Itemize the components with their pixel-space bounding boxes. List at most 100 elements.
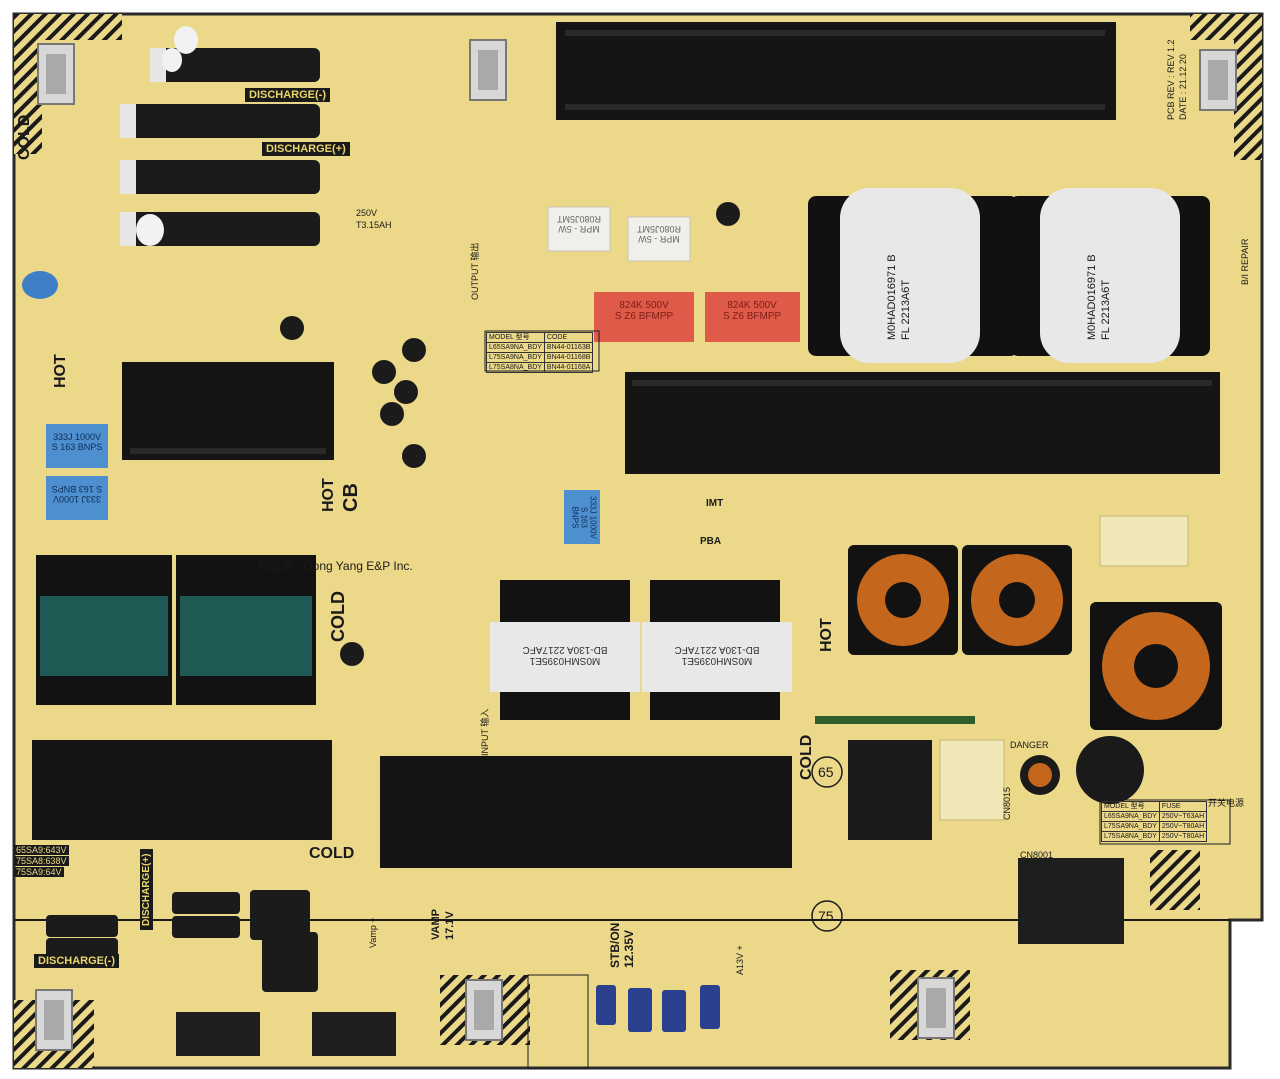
mount-clip-top-right: [1199, 49, 1237, 111]
transformer-2-code: M0HAD016971 B: [1086, 254, 1098, 340]
transformer-1-code-b: FL 2213A6T: [900, 279, 912, 340]
discharge-plus-bottom: DISCHARGE(+): [140, 849, 153, 930]
mount-clip-bottom-left: [35, 989, 73, 1051]
blue-cap-2-code: S 163 BNPS: [51, 484, 103, 494]
model-cell: L65SA9NA_BDY: [1101, 811, 1160, 822]
white-transformer-1-label: M0SMH0395E1 BD-130A 2217AFC: [492, 644, 638, 666]
cn8015-label: CN8015: [1002, 786, 1012, 820]
model-cell: L75SA8NA_BDY: [1101, 831, 1160, 842]
model-table-header: MODEL 型号: [486, 332, 545, 343]
film-cap-red-2: [705, 292, 800, 342]
mount-clip-top-mid: [469, 39, 507, 101]
fuse-small-label: T3.15AH: [356, 220, 392, 230]
vamp-plus: Vamp +: [368, 917, 378, 948]
transformer-1-code: M0HAD016971 B: [886, 254, 898, 340]
white-transformer-2-code: M0SMH0395E1: [681, 655, 753, 666]
x-capacitor: [939, 739, 1005, 821]
heatsink-top: [556, 22, 1116, 120]
model-cell: L75SA9NA_BDY: [1101, 821, 1160, 832]
code-cell: BN44-01163B: [543, 342, 594, 353]
size-marker-75: [811, 900, 843, 932]
vamp-voltage: 17.1V: [444, 911, 456, 940]
resistor-white-1: [547, 206, 611, 252]
white-transformer-2-code-b: BD-130A 2217AFC: [674, 644, 760, 655]
label-cold-mid-right: COLD: [798, 734, 815, 780]
voltage-block-3: 75SA9:64V: [14, 867, 64, 877]
size-75: 75: [818, 908, 834, 924]
fuse-cell: 250V~T63AH: [1158, 811, 1208, 822]
discharge-plus-top: DISCHARGE(+): [262, 142, 350, 156]
toroid-choke-1: [848, 545, 958, 655]
voltage-block-2: 75SA8:638V: [14, 856, 69, 866]
code-cell: BN44-01168B: [543, 352, 594, 363]
resistor-white-2: [627, 216, 691, 262]
discharge-minus-bottom: DISCHARGE(-): [34, 954, 119, 968]
daughter-board: [815, 716, 975, 724]
input-label: INPUT 输入: [480, 708, 490, 756]
stb-voltage: 12.35V: [622, 929, 636, 968]
blue-cap-1-label: 333J 1000V S 163 BNPS: [48, 432, 106, 452]
red-cap-2-label: 824K 500V S Z6 BFMPP: [706, 300, 798, 322]
blue-cap-3-rating: 333J 1000V: [588, 496, 598, 539]
red-cap-2-code: S Z6 BFMPP: [722, 311, 782, 322]
model-table-header: CODE: [543, 332, 594, 343]
heatsink-bottom-left: [32, 740, 332, 840]
label-hot-cb: HOT: [320, 478, 337, 512]
resistor-2-code: R080J5MT: [637, 224, 682, 234]
label-cold-mid-left: COLD: [328, 591, 348, 642]
red-cap-1-code: S Z6 BFMPP: [614, 311, 674, 322]
blue-cap-3-label: 333J 1000V S 163 BNPS: [571, 496, 598, 540]
hatch-right: [1234, 40, 1262, 160]
mount-clip-bottom-right: [917, 977, 955, 1039]
manufacturer-label: 制造商 : Dong Yang E&P Inc.: [258, 559, 413, 573]
heatsink-mid-right: [625, 372, 1220, 474]
label-hot-left: HOT: [52, 354, 69, 388]
transformer-top-right-1: [808, 188, 1018, 363]
mount-clip-top-left: [37, 43, 75, 105]
blue-cap-2-label: 333J 1000V S 163 BNPS: [48, 484, 106, 504]
relay: [848, 740, 932, 840]
code-cell: BN44-01168A: [543, 362, 594, 373]
model-cell: L65SA9NA_BDY: [486, 342, 545, 353]
repair-label: B/I REPAIR: [1240, 238, 1250, 285]
hatch-top-band: [42, 14, 122, 40]
blue-caps-bottom: [596, 985, 720, 1032]
label-hot-right: HOT: [818, 618, 835, 652]
film-cap-red-1: [594, 292, 694, 342]
red-cap-2-rating: 824K 500V: [727, 300, 777, 311]
fuse-cell: 250V~T80AH: [1158, 821, 1208, 832]
mount-clip-bottom-mid: [465, 979, 503, 1041]
vamp-label: VAMP: [430, 909, 442, 940]
fuse-cell: 250V~T80AH: [1158, 831, 1208, 842]
resistor-2-label: MPR - 5W R080J5MT: [630, 224, 688, 244]
resistor-1-code: R080J5MT: [557, 214, 602, 224]
heatsink-left: [122, 362, 334, 460]
label-cb: CB: [340, 483, 362, 512]
red-cap-1-label: 824K 500V S Z6 BFMPP: [596, 300, 692, 322]
film-cap-blue-1: [46, 424, 108, 468]
voltage-block-1: 65SA9:643V: [14, 845, 69, 855]
label-cold-top-left: COLD: [16, 114, 33, 160]
ac-inlet-connector: [1018, 858, 1124, 944]
film-cap-blue-3: [564, 490, 600, 544]
bulk-capacitors-top-left: [22, 26, 320, 299]
discharge-minus-top: DISCHARGE(-): [245, 88, 330, 102]
model-cell: L75SA8NA_BDY: [486, 362, 545, 373]
transformer-2-code-b: FL 2213A6T: [1100, 279, 1112, 340]
blue-cap-2-rating: 333J 1000V: [52, 494, 102, 504]
transformer-green-left: [36, 555, 172, 705]
fuse-table-header: MODEL 型号: [1101, 801, 1160, 812]
imt-label: IMT: [706, 498, 724, 509]
heatsink-bottom-mid: [380, 756, 792, 868]
toroid-choke-2: [962, 545, 1072, 655]
resistor-2-rating: MPR - 5W: [638, 234, 680, 244]
hatch-right-bottom: [1150, 850, 1200, 910]
fuse-rating-label: 250V: [356, 208, 378, 218]
